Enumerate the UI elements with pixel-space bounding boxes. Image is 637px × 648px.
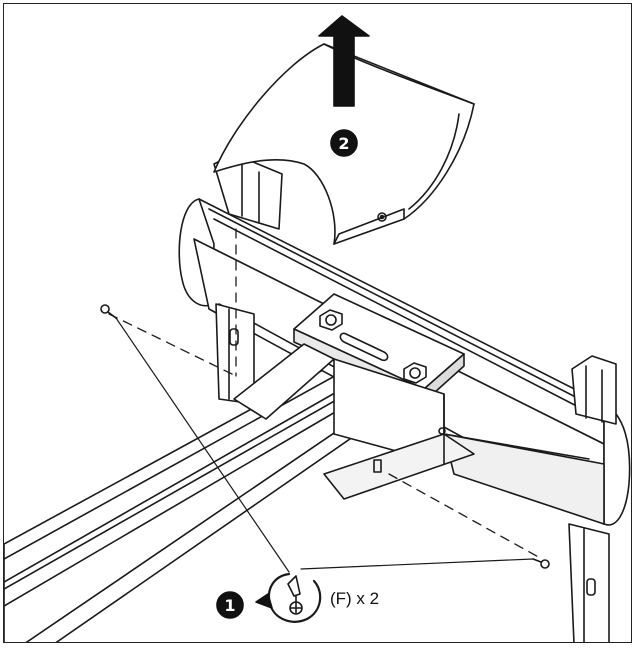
left-upright: [213, 153, 283, 405]
assembly-diagram-frame: 1 (F) x 2 2: [3, 3, 632, 643]
step-1-quantity-label: (F) x 2: [330, 589, 379, 608]
screwdriver-icon: [287, 575, 303, 615]
screw-right: [532, 558, 550, 569]
assembly-diagram: 1 (F) x 2 2: [4, 15, 631, 642]
leader-lines: [115, 317, 534, 573]
support-bracket: [233, 343, 475, 500]
cross-bar: [178, 198, 631, 526]
screw-left: [100, 304, 117, 319]
lift-up-arrow-icon: [318, 15, 370, 107]
alignment-lines: [108, 228, 543, 560]
step-2-badge: 2: [330, 129, 358, 157]
step-1-badge: 1: [216, 591, 244, 619]
main-beam: [4, 363, 387, 642]
step-1-number: 1: [224, 596, 235, 615]
counterclockwise-rotate-icon: [255, 572, 322, 623]
hex-bolt-left: [319, 309, 343, 331]
step-2-number: 2: [338, 134, 349, 153]
right-upright: [568, 355, 617, 642]
hex-bolt-right: [403, 362, 427, 384]
